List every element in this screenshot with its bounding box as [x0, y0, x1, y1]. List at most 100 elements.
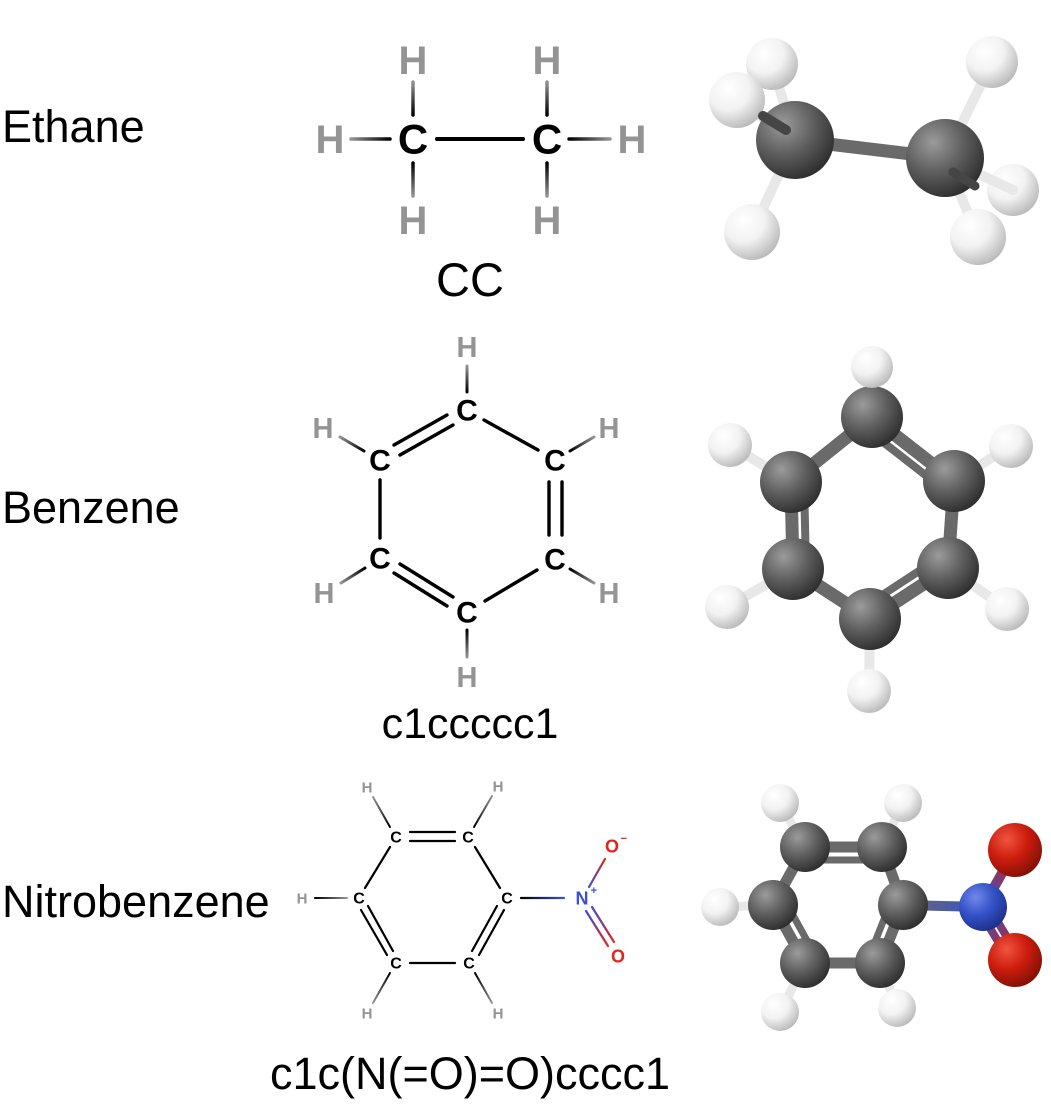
bond: [482, 418, 540, 452]
bond: [372, 796, 391, 828]
bond: [587, 857, 607, 889]
atom-label-C: C: [353, 891, 365, 908]
atom-sphere-h: [701, 888, 739, 926]
atom-label-C: C: [398, 116, 428, 163]
atom-label-C: C: [369, 543, 391, 576]
bond: [398, 562, 455, 599]
bond: [372, 972, 391, 1004]
bond: [473, 795, 493, 828]
bond: [338, 435, 366, 453]
smiles-label-benzene: c1ccccc1: [381, 700, 559, 748]
atom-label-H: H: [399, 39, 428, 83]
atom-label-C: C: [544, 544, 566, 577]
bond: [584, 909, 610, 948]
benzene-3d-model: [705, 346, 1033, 713]
atom-sphere-c: [857, 822, 907, 872]
atom-sphere-c: [756, 101, 834, 179]
atom-sphere-c: [748, 880, 798, 930]
atom-sphere-h: [847, 669, 891, 713]
atom-sphere-h: [985, 587, 1029, 631]
atom-sphere-c: [923, 450, 985, 512]
atom-label-H: H: [313, 413, 334, 445]
bond: [590, 905, 616, 944]
bond: [339, 566, 367, 585]
atom-sphere-h: [746, 38, 798, 90]
atom-label-C: C: [390, 956, 402, 973]
atom-label-C: C: [463, 956, 475, 973]
atom-label-H: H: [316, 118, 345, 162]
atom-sphere-c: [760, 451, 822, 513]
atom-sphere-h: [966, 36, 1018, 88]
atom-label-H: H: [599, 413, 620, 445]
atom-label-C: C: [532, 116, 562, 163]
atom-label-H: H: [618, 118, 647, 162]
charge-label: −: [621, 833, 627, 845]
charge-label: +: [591, 885, 597, 897]
atom-sphere-h: [989, 424, 1033, 468]
atom-sphere-c: [878, 880, 928, 930]
atom-sphere-h: [884, 784, 922, 822]
bond: [366, 904, 395, 953]
atom-sphere-c: [780, 822, 830, 872]
atom-label-H: H: [493, 778, 504, 795]
bond: [359, 908, 389, 957]
atom-sphere-h: [705, 585, 749, 629]
atom-sphere-n: [959, 883, 1007, 931]
atom-sphere-h: [851, 346, 893, 388]
bond: [392, 571, 449, 608]
bond: [568, 435, 596, 453]
atom-label-H: H: [493, 1005, 504, 1022]
smiles-label-ethane: CC: [436, 253, 504, 306]
atom-sphere-c: [841, 386, 903, 448]
atom-label-C: C: [544, 445, 566, 478]
bond: [477, 908, 506, 957]
atom-sphere-h: [761, 784, 799, 822]
atom-sphere-c: [917, 537, 979, 599]
bond: [483, 568, 539, 603]
atom-sphere-h: [950, 209, 1006, 265]
atom-label-H: H: [533, 199, 562, 243]
atom-sphere-c: [780, 938, 830, 988]
atom-sphere-h: [724, 204, 780, 260]
molecule-name-nitrobenzene: Nitrobenzene: [2, 876, 270, 927]
bond: [568, 567, 596, 585]
atom-label-C: C: [501, 891, 513, 908]
bond: [392, 413, 449, 447]
atom-sphere-c: [855, 938, 905, 988]
atom-label-C: C: [390, 830, 402, 847]
atom-sphere-o: [988, 823, 1042, 877]
atom-label-H: H: [399, 199, 428, 243]
atom-label-C: C: [369, 445, 391, 478]
atom-label-H: H: [314, 578, 335, 610]
atom-label-C: C: [456, 597, 478, 630]
atom-label-O: O: [611, 946, 625, 966]
atom-sphere-h: [709, 72, 765, 128]
bond: [758, 111, 791, 135]
molecule-name-benzene: Benzene: [2, 482, 180, 533]
atom-sphere-h: [761, 993, 799, 1031]
atom-label-N: N: [576, 888, 589, 908]
atom-label-H: H: [533, 39, 562, 83]
atom-label-C: C: [456, 395, 478, 428]
bond: [474, 972, 493, 1004]
bond: [470, 904, 499, 953]
bond: [948, 167, 980, 191]
atom-sphere-h: [878, 989, 916, 1027]
atom-sphere-c: [839, 588, 901, 650]
atom-sphere-c: [762, 538, 824, 600]
atom-label-H: H: [457, 662, 478, 694]
bond: [398, 423, 455, 457]
atom-label-H: H: [362, 779, 373, 796]
bond: [363, 845, 392, 890]
smiles-label-nitrobenzene: c1c(N(=O)=O)cccc1: [269, 1048, 671, 1099]
molecule-name-ethane: Ethane: [2, 101, 145, 152]
bond: [473, 845, 502, 890]
atom-sphere-h: [708, 423, 752, 467]
atom-label-H: H: [362, 1005, 373, 1022]
atom-label-H: H: [297, 890, 308, 907]
atom-label-C: C: [462, 830, 474, 847]
